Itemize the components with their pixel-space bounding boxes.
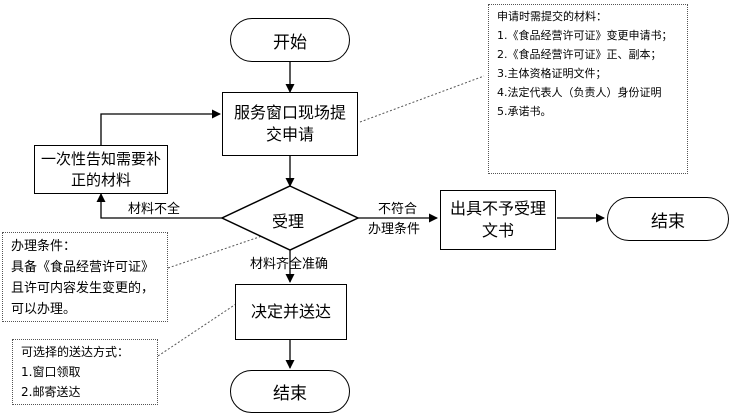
end-bottom-label: 结束 <box>273 384 307 404</box>
end-right-node: 结束 <box>607 197 729 241</box>
materials-note: 申请时需提交的材料： 1.《食品经营许可证》变更申请书； 2.《食品经营许可证》… <box>488 4 688 174</box>
delivery-note: 可选择的送达方式： 1.窗口领取 2.邮寄送达 <box>12 339 158 405</box>
notify-correction-label: 一次性告知需要补正的材料 <box>41 149 162 189</box>
delivery-note-line: 1.窗口领取 <box>21 365 81 379</box>
pointer-delivery-note <box>157 303 237 357</box>
pointer-conditions-note <box>167 233 269 269</box>
materials-note-line: 5.承诺书。 <box>497 105 552 118</box>
end-right-label: 结束 <box>651 211 685 232</box>
pointer-materials-note <box>359 75 485 123</box>
accept-label: 受理 <box>272 212 305 231</box>
arrow-accept-to-notify <box>96 193 222 219</box>
submit-application-label: 服务窗口现场提交申请 <box>233 103 346 144</box>
notify-correction-node: 一次性告知需要补正的材料 <box>34 145 168 194</box>
edge-label-nonconform-1: 不符合 <box>378 202 418 217</box>
conditions-note-line: 具备《食品经营许可证》且许可内容发生变更的，可以办理。 <box>11 260 155 317</box>
materials-note-line: 申请时需提交的材料： <box>497 10 607 23</box>
submit-application-node: 服务窗口现场提交申请 <box>222 92 358 156</box>
start-label: 开始 <box>273 32 307 53</box>
delivery-note-line: 可选择的送达方式： <box>21 345 130 359</box>
decide-deliver-label: 决定并送达 <box>250 302 331 321</box>
materials-note-line: 4.法定代表人（负责人）身份证明 <box>497 86 662 99</box>
reject-document-node: 出具不予受理文书 <box>440 190 556 250</box>
arrow-notify-to-submit <box>100 109 221 145</box>
reject-document-label: 出具不予受理文书 <box>449 199 546 240</box>
start-node: 开始 <box>230 18 350 62</box>
decide-deliver-node: 决定并送达 <box>235 284 347 340</box>
conditions-note: 办理条件： 具备《食品经营许可证》且许可内容发生变更的，可以办理。 <box>2 232 168 322</box>
edge-label-incomplete: 材料不全 <box>128 202 181 217</box>
conditions-note-line: 办理条件： <box>11 239 77 254</box>
materials-note-line: 3.主体资格证明文件； <box>497 67 607 80</box>
materials-note-line: 1.《食品经营许可证》变更申请书； <box>497 29 673 42</box>
accept-diamond <box>220 185 360 251</box>
delivery-note-line: 2.邮寄送达 <box>21 385 81 399</box>
edge-label-nonconform-2: 办理条件 <box>368 222 421 237</box>
materials-note-line: 2.《食品经营许可证》正、副本； <box>497 48 662 61</box>
edge-label-complete: 材料齐全准确 <box>250 257 329 272</box>
end-bottom-node: 结束 <box>230 370 350 413</box>
